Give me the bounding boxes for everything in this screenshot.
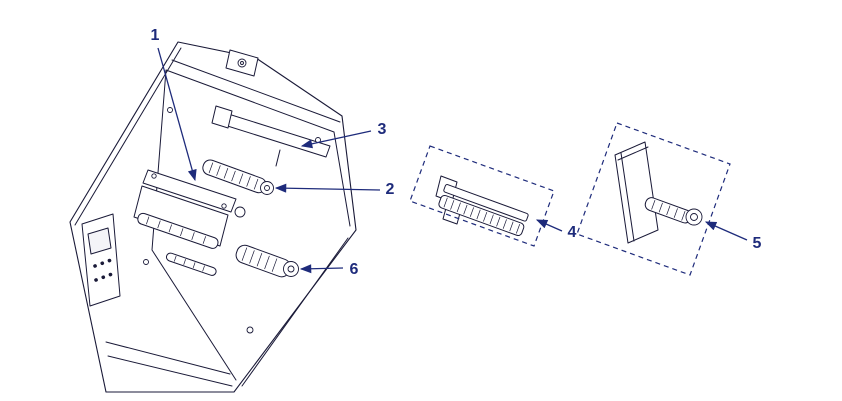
callout-3-arrow (300, 130, 372, 149)
printhead-upper-bracket (142, 169, 237, 213)
callout-6: 6 (299, 261, 359, 278)
callout-4-arrow (535, 219, 563, 232)
spindle-end-hub (264, 185, 270, 191)
media-rest-end-flag (211, 105, 233, 129)
callout-1-label: 1 (151, 27, 160, 44)
printhead-pivot-knob (234, 206, 246, 218)
peel-rail (438, 184, 529, 237)
media-rest-support (275, 149, 281, 167)
control-panel-buttons-row1 (93, 258, 113, 268)
frame-screw-2 (167, 107, 173, 113)
callout-5-label: 5 (753, 235, 762, 252)
top-bracket-hub (240, 61, 244, 65)
frame-screws (143, 107, 321, 334)
callout-1-arrow (157, 47, 197, 182)
peel-assembly-part (435, 175, 529, 237)
platen-roller-cylinder (165, 252, 217, 276)
hanger-knob-hub (690, 213, 698, 221)
control-panel-display (87, 227, 112, 255)
printhead-roller (137, 212, 219, 249)
callout-2-label: 2 (386, 181, 395, 198)
peel-rail-hatching (443, 197, 521, 234)
printhead-roller-hatching (146, 216, 207, 244)
callout-5-arrow (704, 221, 748, 241)
platen-roller (165, 252, 217, 276)
printer-illustration (69, 41, 357, 393)
takeup-hatching (241, 247, 278, 272)
frame-screw-3 (143, 259, 149, 265)
hanger-plate-fold-line (620, 152, 635, 242)
frame-screw-4 (246, 326, 254, 334)
peel-rail-top-bar (443, 184, 529, 222)
callout-2: 2 (274, 181, 395, 198)
hanger-spindle-hatching (651, 200, 686, 221)
printer-structural-lines (74, 47, 351, 387)
platen-roller-hatching (173, 255, 205, 272)
spindle-hatching (208, 162, 259, 190)
callout-1: 1 (151, 27, 197, 182)
top-bracket (225, 49, 259, 77)
printhead-roller-cylinder (137, 212, 219, 249)
media-hanger-part (614, 141, 703, 244)
takeup-spindle-part (235, 244, 299, 278)
callout-4-label: 4 (568, 224, 577, 241)
callout-4: 4 (535, 219, 577, 241)
callout-2-arrow (274, 183, 381, 193)
hanger-plate-top-edge (617, 146, 649, 161)
hanger-back-plate (614, 141, 659, 244)
printhead-assembly-part (133, 169, 246, 276)
control-panel (81, 213, 121, 307)
callout-5: 5 (704, 221, 762, 252)
control-panel-buttons-row2 (94, 272, 114, 282)
printhead-lower-block (133, 185, 229, 247)
ribbon-supply-spindle-part (202, 159, 274, 195)
dashed-outline-part5 (576, 122, 731, 276)
printhead-screw-right (221, 203, 227, 209)
takeup-end-hub (287, 265, 295, 273)
callout-6-label: 6 (350, 261, 359, 278)
callout-3-label: 3 (378, 121, 387, 138)
callout-3: 3 (300, 121, 387, 149)
printhead-screw-left (151, 173, 157, 179)
callout-6-arrow (299, 264, 344, 274)
dashed-outline-part4 (409, 145, 555, 247)
peel-rail-roller (438, 194, 525, 237)
